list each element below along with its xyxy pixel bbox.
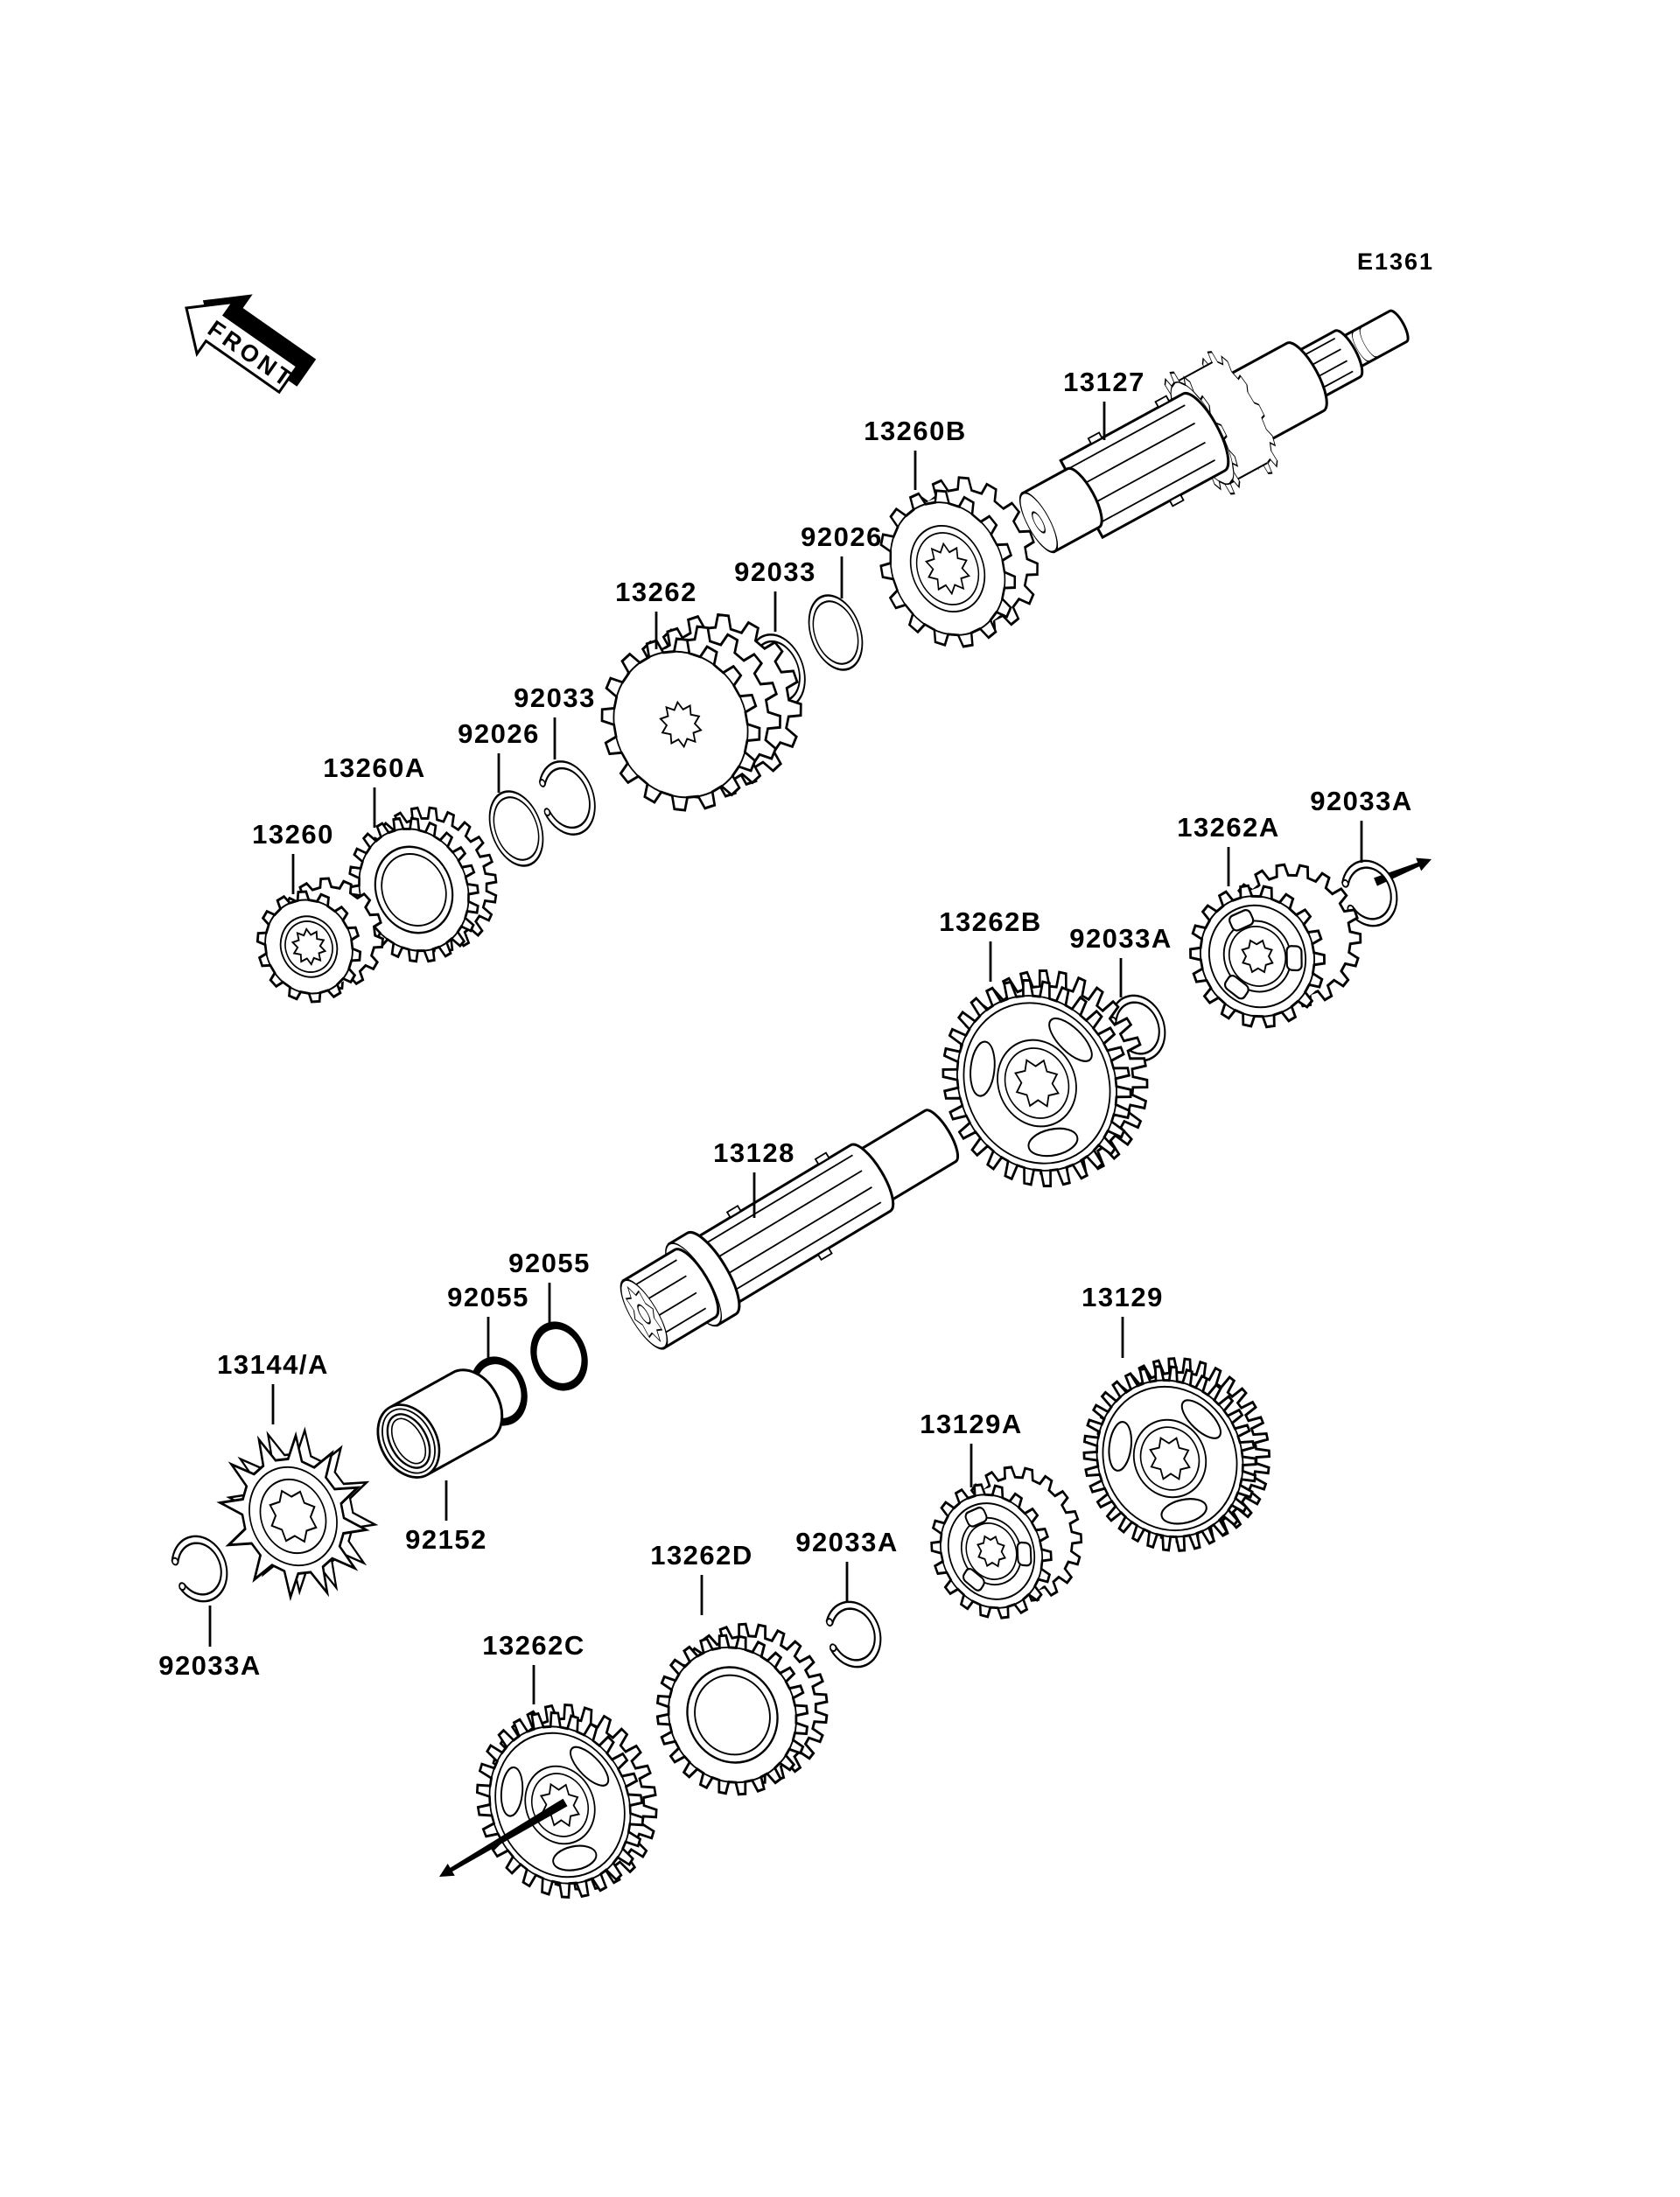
part-label-92033A: 92033A xyxy=(158,1650,262,1681)
part-13262A xyxy=(1189,863,1362,1029)
part-label-13129: 13129 xyxy=(1082,1282,1164,1312)
part-92152 xyxy=(376,1368,504,1479)
part-13260B xyxy=(879,476,1039,648)
part-13262C xyxy=(475,1703,658,1900)
part-label-13128: 13128 xyxy=(713,1137,795,1168)
part-label-13262: 13262 xyxy=(615,577,697,607)
diagram-code: E1361 xyxy=(1357,248,1434,275)
part-label-13262B: 13262B xyxy=(939,906,1042,937)
part-label-13262D: 13262D xyxy=(650,1540,753,1571)
part-13129 xyxy=(1082,1357,1271,1552)
front-direction-arrow: FRONT xyxy=(185,294,317,395)
part-label-13129A: 13129A xyxy=(920,1409,1023,1439)
part-13129A xyxy=(930,1466,1083,1620)
part-label-13127: 13127 xyxy=(1063,367,1145,397)
part-92026-l xyxy=(488,790,544,867)
part-13262 xyxy=(600,612,802,812)
part-92033-l xyxy=(538,760,596,836)
part-13262D xyxy=(655,1622,829,1796)
part-label-92055: 92055 xyxy=(447,1282,529,1312)
part-label-92026: 92026 xyxy=(801,521,883,552)
part-label-92026: 92026 xyxy=(458,718,540,749)
part-label-92152: 92152 xyxy=(405,1524,487,1555)
part-label-92033A: 92033A xyxy=(1069,923,1172,954)
part-label-13262C: 13262C xyxy=(482,1630,585,1661)
part-13144 xyxy=(216,1426,379,1602)
part-13260A xyxy=(348,806,498,963)
part-13128-shaft xyxy=(620,1109,960,1350)
part-label-13144/A: 13144/A xyxy=(217,1349,329,1380)
part-92033A-bl xyxy=(171,1535,228,1603)
part-label-13262A: 13262A xyxy=(1177,812,1280,843)
part-pointer-bl xyxy=(439,1798,568,1877)
part-label-92033: 92033 xyxy=(514,682,596,713)
part-label-13260B: 13260B xyxy=(864,416,967,446)
part-13127-shaft xyxy=(1018,309,1410,554)
part-label-92033A: 92033A xyxy=(1310,786,1413,816)
part-label-92033: 92033 xyxy=(734,556,816,587)
part-label-13260: 13260 xyxy=(252,819,334,850)
part-label-92055: 92055 xyxy=(508,1248,591,1278)
part-label-92033A: 92033A xyxy=(795,1527,899,1557)
part-13260 xyxy=(256,877,384,1004)
part-92026-r xyxy=(808,594,864,671)
part-13262B xyxy=(942,969,1149,1187)
part-92033A-b xyxy=(825,1600,882,1669)
part-label-13260A: 13260A xyxy=(323,752,426,783)
part-92055-r xyxy=(530,1321,588,1391)
